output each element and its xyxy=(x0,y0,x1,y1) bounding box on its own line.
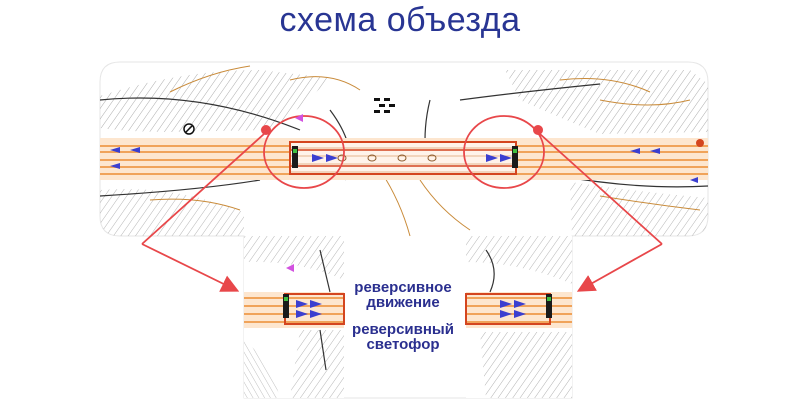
legend-reverse-signal-line-1: реверсивный xyxy=(352,321,454,338)
legend-reverse-traffic-line-2: движение xyxy=(366,294,440,311)
legend-reverse-traffic-line-1: реверсивное xyxy=(354,279,452,296)
legend-reverse-signal-line-2: светофор xyxy=(366,336,440,353)
callout-arrows xyxy=(141,133,663,292)
page-title: схема объезда xyxy=(279,1,521,39)
inset-left-panel xyxy=(244,236,345,398)
legend: реверсивное движение реверсивный светофо… xyxy=(340,280,466,352)
inset-right-panel xyxy=(465,236,572,398)
